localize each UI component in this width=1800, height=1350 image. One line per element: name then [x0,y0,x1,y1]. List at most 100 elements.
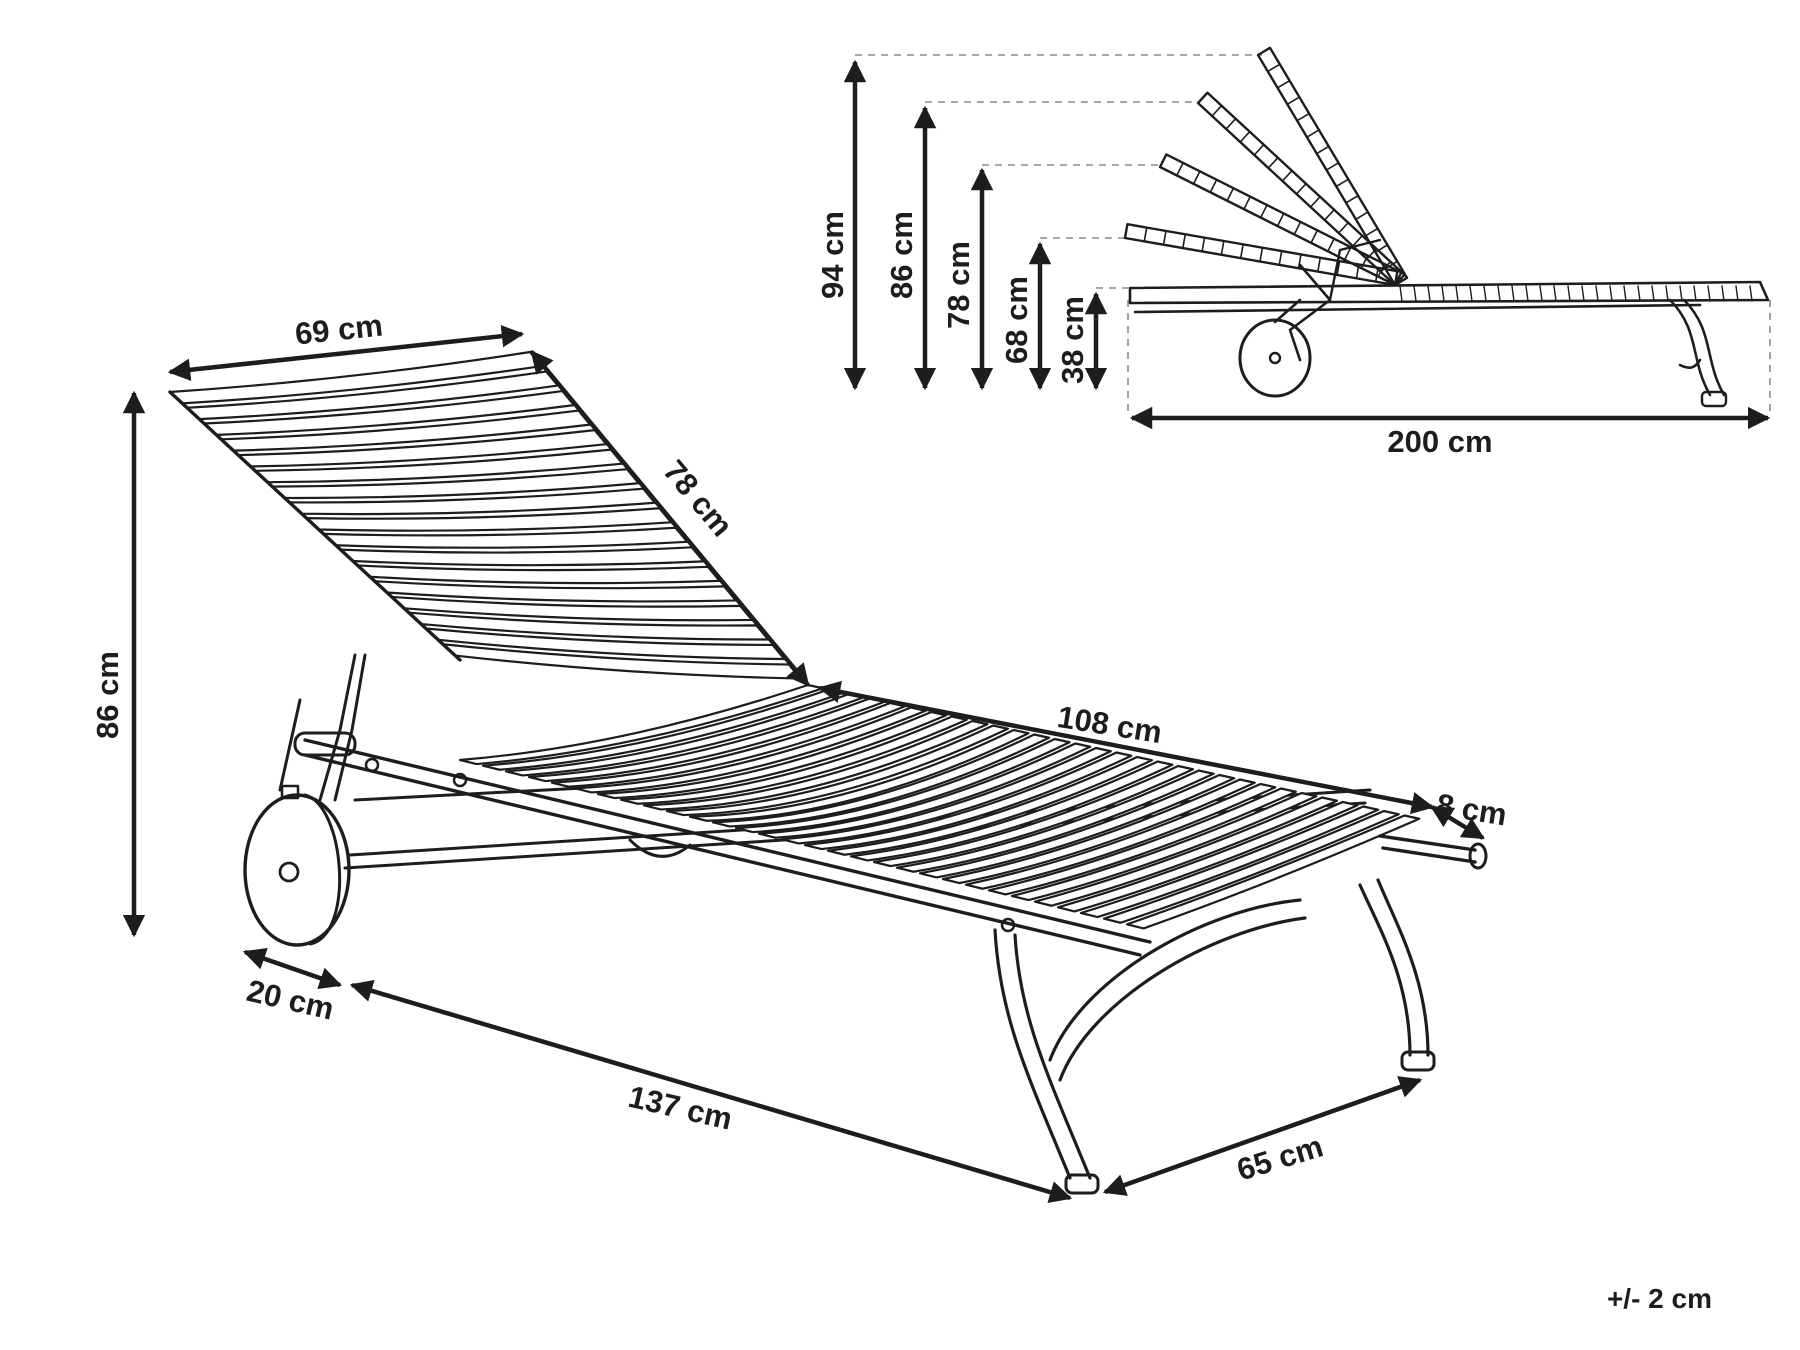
side-seat-slat [1595,285,1599,302]
side-backrest-slat [1355,211,1369,221]
side-backrest-slat [1309,195,1321,208]
side-backrest-slat [1259,204,1268,219]
side-seat-slat [1525,285,1529,302]
side-seat-slat [1721,285,1725,302]
side-backrest-slat [1351,234,1364,247]
side-backrest-slat [1327,237,1335,253]
side-backrest-0 [1256,46,1409,287]
label-leg-width: 65 cm [1233,1128,1327,1187]
side-backrest-slat [1345,194,1359,204]
side-seat-slat [1665,285,1669,302]
side-backrest-slat [1220,240,1225,256]
side-recline-bracket [1288,263,1332,362]
label-backrest-width: 69 cm [293,308,384,352]
axle-nut [280,784,300,800]
side-backrest-slat [1276,79,1291,89]
side-backrest-slat [1266,63,1281,73]
dimension-arrow-20 [242,948,343,989]
backrest-slat [339,546,705,567]
label-total-length: 200 cm [1387,424,1492,459]
side-seat-slat [1581,285,1585,302]
side-backrest-slat [1226,187,1235,202]
side-backrest-slat [1295,182,1307,195]
label-overall-height: 86 cm [90,651,125,739]
side-backrest-slat [1239,130,1251,143]
seat-side-rail-lower [303,753,1142,957]
side-backrest-slat [1201,236,1206,253]
lounger-perspective-view [168,350,1488,1195]
side-backrest-slat [1192,170,1201,185]
wheel-bracket [278,698,302,792]
label-height-38: 38 cm [1055,296,1090,384]
side-seat-slat [1651,285,1655,302]
front-leg-outer [993,928,1072,1180]
foot-end-bar [1378,834,1477,852]
side-seat-slat [1455,285,1459,302]
dimension-arrow-78 [530,350,810,687]
side-seat-slat [1609,285,1613,302]
label-height-68: 68 cm [999,276,1034,364]
side-seat-slat [1399,285,1403,302]
side-seat-slat [1539,285,1543,302]
seat-slat [1125,814,1421,930]
side-wheel [1238,318,1312,398]
side-wheel-strut [1273,298,1302,324]
side-backrest-slat [1175,162,1184,177]
lounger-side-view [855,46,1771,412]
side-backrest-slat [1253,143,1265,156]
side-rear-foot [1700,390,1728,408]
side-backrest-1 [1196,91,1406,287]
side-backrest-slat [1337,221,1350,234]
side-backrests [1123,46,1409,302]
label-height-86: 86 cm [884,211,919,299]
side-backrest-slat [1315,145,1330,155]
side-backrest-slat [1143,226,1148,243]
side-backrest-slat [1364,227,1379,237]
side-backrest-slat [1336,260,1341,276]
wheel-rim [303,793,342,946]
side-seat-slat [1707,285,1711,302]
side-frame-rail [1133,303,1702,314]
side-backrest-slat [1355,263,1360,280]
label-base-length: 137 cm [625,1079,735,1137]
side-backrest-slat [1239,243,1244,259]
side-backrest-slat [1259,246,1264,263]
side-backrest-slat [1377,263,1386,278]
side-seat-slat [1735,285,1739,302]
side-seat-slat [1637,285,1641,302]
side-seat-slat [1497,285,1501,302]
side-backrest-slat [1211,104,1223,117]
side-seat-deck [1128,280,1770,305]
side-rear-leg [1668,298,1712,397]
label-height-78: 78 cm [941,241,976,329]
side-seat-slat [1441,285,1445,302]
label-frame-end: 8 cm [1434,787,1509,833]
side-backrest-slat [1281,169,1293,182]
foot-end-cap [1468,842,1488,870]
side-leg-brace [1678,358,1702,370]
seat-slat [1102,809,1400,924]
side-rear-leg-inner [1682,298,1726,397]
side-recline-arm [1328,238,1382,302]
side-seat-slat [1623,285,1627,302]
side-wheel-hub [1268,351,1282,365]
side-backrest-slat [1384,260,1399,270]
side-backrest-slat [1296,112,1310,122]
seat-side-rail [303,738,1152,944]
backrest-strut-inner [333,653,367,802]
wheel-hub [278,861,300,883]
side-backrest-slat [1306,129,1320,138]
side-seat-slat [1567,285,1571,302]
side-backrest-slat [1293,221,1302,236]
backrest-strut [318,653,357,802]
rivet [452,772,468,788]
side-backrest-slat [1267,156,1279,169]
side-backrest-slat [1182,233,1187,249]
dimension-arrow-108 [817,680,1435,815]
side-backrest-slat [1317,256,1322,273]
side-seat-slat [1749,285,1753,302]
side-backrest-slat [1243,195,1252,210]
side-seat-slat [1427,285,1431,302]
side-seat-slat [1413,285,1417,302]
